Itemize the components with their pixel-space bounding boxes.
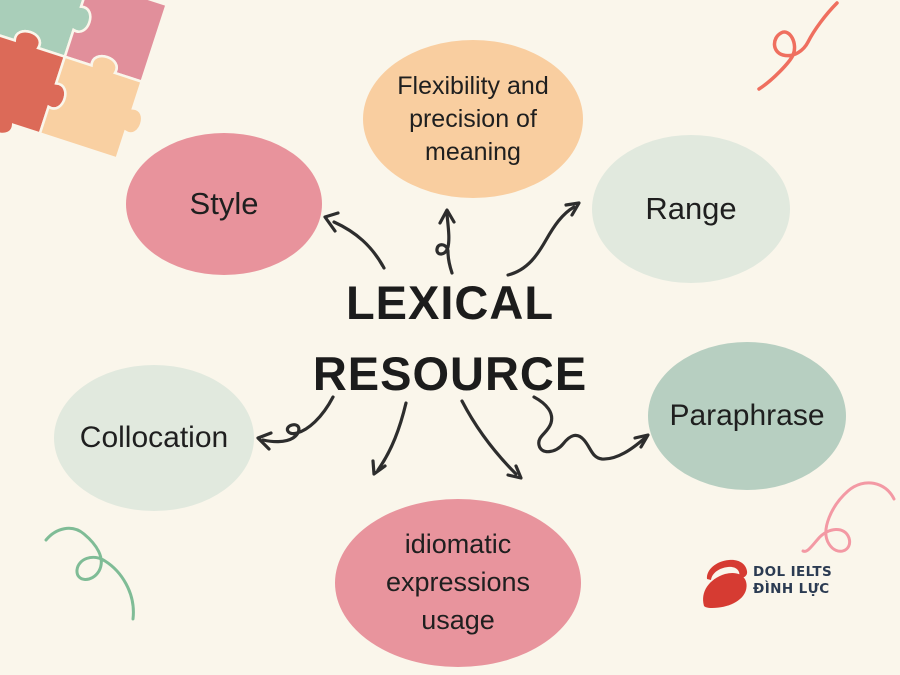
node-style: Style bbox=[126, 133, 322, 275]
dol-logo-bottom-leaf bbox=[703, 572, 747, 608]
dol-logo-top-swoosh bbox=[706, 559, 748, 580]
node-paraphrase-label: Paraphrase bbox=[669, 399, 825, 432]
node-collocation-label: Collocation bbox=[79, 421, 229, 454]
dol-logo-icon bbox=[703, 559, 748, 608]
arrow-to-flexibility bbox=[435, 212, 454, 275]
arrow-to-collocation bbox=[261, 395, 335, 444]
arrow-to-idiomatic-right-head bbox=[506, 464, 523, 480]
arrow-to-collocation-head bbox=[256, 431, 273, 451]
node-collocation: Collocation bbox=[54, 365, 254, 511]
coral-squiggle-icon bbox=[757, 1, 839, 91]
pink-squiggle-icon bbox=[801, 481, 896, 553]
green-squiggle-icon bbox=[44, 526, 135, 621]
dol-logo-line1: DOL IELTS bbox=[753, 564, 833, 580]
arrow-to-range bbox=[506, 205, 576, 277]
arrow-to-style-head bbox=[323, 211, 340, 233]
puzzle-icon bbox=[0, 0, 169, 161]
dol-logo-line2: ĐÌNH LỰC bbox=[753, 580, 830, 597]
node-idiomatic-label: idiomatic expressions usage bbox=[385, 529, 531, 635]
arrow-to-range-head bbox=[564, 201, 581, 217]
arrow-to-idiomatic-left-head bbox=[371, 459, 387, 476]
node-paraphrase: Paraphrase bbox=[648, 342, 846, 490]
arrow-to-paraphrase-head bbox=[633, 433, 650, 449]
node-flexibility-label: Flexibility and precision of meaning bbox=[397, 71, 549, 166]
node-idiomatic: idiomatic expressions usage bbox=[335, 499, 581, 667]
arrow-to-paraphrase bbox=[532, 395, 647, 461]
arrow-to-idiomatic-left bbox=[376, 401, 408, 472]
connector-arrows bbox=[256, 201, 650, 480]
puzzle-piece-peach bbox=[38, 54, 144, 161]
node-flexibility: Flexibility and precision of meaning bbox=[363, 40, 583, 198]
page-title-line1: LEXICAL bbox=[345, 276, 555, 329]
arrow-to-style bbox=[332, 220, 386, 270]
arrow-to-flexibility-head bbox=[438, 208, 456, 225]
node-style-label: Style bbox=[189, 186, 259, 221]
dol-logo-wordmark: DOL IELTS ĐÌNH LỰC bbox=[753, 564, 832, 598]
arrow-to-idiomatic-right bbox=[460, 399, 518, 476]
page-title-line2: RESOURCE bbox=[312, 347, 588, 400]
node-range: Range bbox=[592, 135, 790, 283]
node-range-label: Range bbox=[645, 191, 737, 226]
